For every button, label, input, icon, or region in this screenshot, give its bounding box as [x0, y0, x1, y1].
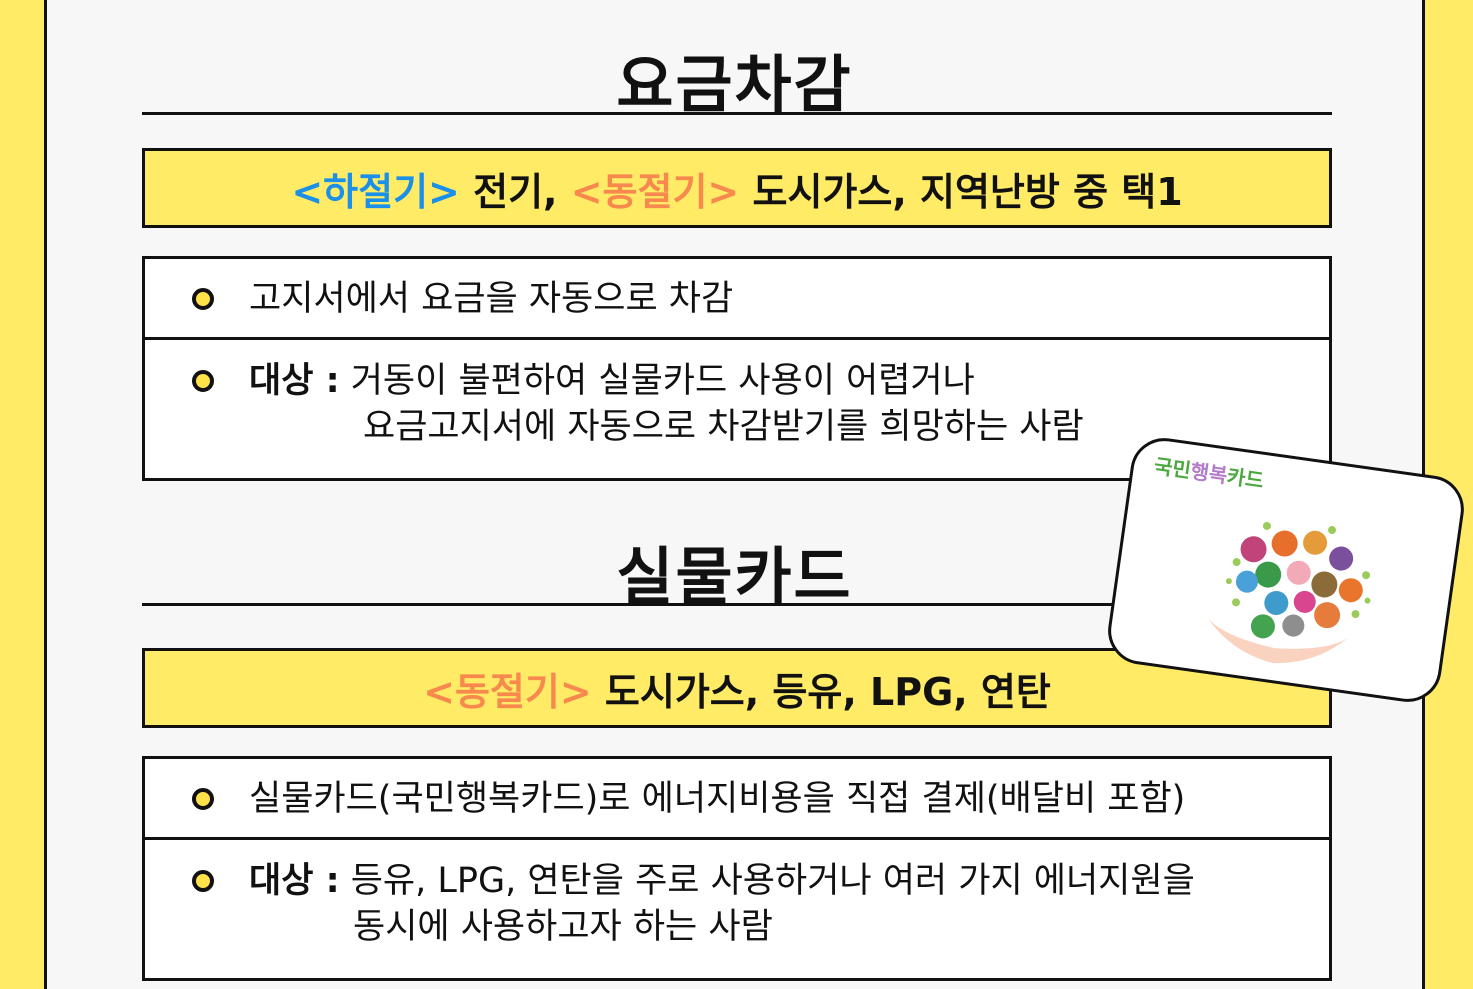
people-circles — [1235, 530, 1363, 639]
target-line-2: 요금고지서에 자동으로 차감받기를 희망하는 사람 — [363, 407, 1084, 447]
hands-shape — [1204, 613, 1353, 664]
title-divider — [142, 112, 1332, 115]
winter-label: <동절기> — [423, 669, 592, 714]
season-banner-1: <하절기> 전기, <동절기> 도시가스, 지역난방 중 택1 — [142, 148, 1332, 228]
info-row: 대상 : 거동이 불편하여 실물카드 사용이 어렵거나 요금고지서에 자동으로 … — [145, 340, 1329, 478]
section-title-fee-deduction: 요금차감 — [616, 48, 853, 121]
info-text: 고지서에서 요금을 자동으로 차감 — [249, 279, 734, 319]
info-text: 실물카드(국민행복카드)로 에너지비용을 직접 결제(배달비 포함) — [249, 779, 1186, 819]
info-box-2: 실물카드(국민행복카드)로 에너지비용을 직접 결제(배달비 포함) 대상 : … — [142, 756, 1332, 981]
banner-text: 전기, — [459, 169, 571, 214]
target-text: 대상 : 등유, LPG, 연탄을 주로 사용하거나 여러 가지 에너지원을 동… — [249, 858, 1195, 950]
target-line-1: 거동이 불편하여 실물카드 사용이 어렵거나 — [339, 361, 975, 401]
bullet-icon — [192, 788, 214, 810]
target-text: 대상 : 거동이 불편하여 실물카드 사용이 어렵거나 요금고지서에 자동으로 … — [249, 358, 1084, 450]
banner-text: 도시가스, 등유, LPG, 연탄 — [591, 669, 1051, 714]
section-title-physical-card: 실물카드 — [616, 540, 853, 613]
leaf-dots — [1225, 521, 1371, 619]
target-label: 대상 : — [249, 861, 340, 901]
bullet-icon — [192, 370, 214, 392]
info-row: 실물카드(국민행복카드)로 에너지비용을 직접 결제(배달비 포함) — [145, 759, 1329, 840]
target-line-2: 동시에 사용하고자 하는 사람 — [353, 907, 773, 947]
banner-text: 도시가스, 지역난방 중 택1 — [739, 169, 1183, 214]
bullet-icon — [192, 870, 214, 892]
title-divider — [142, 603, 1332, 606]
target-line-1: 등유, LPG, 연탄을 주로 사용하거나 여러 가지 에너지원을 — [339, 861, 1195, 901]
info-box-1: 고지서에서 요금을 자동으로 차감 대상 : 거동이 불편하여 실물카드 사용이… — [142, 256, 1332, 481]
winter-label: <동절기> — [570, 169, 740, 214]
target-label: 대상 : — [249, 361, 340, 401]
national-happiness-card-image: 국민행복카드 — [1103, 433, 1469, 707]
bullet-icon — [192, 288, 214, 310]
info-row: 대상 : 등유, LPG, 연탄을 주로 사용하거나 여러 가지 에너지원을 동… — [145, 840, 1329, 978]
info-row: 고지서에서 요금을 자동으로 차감 — [145, 259, 1329, 340]
summer-label: <하절기> — [291, 169, 460, 214]
card-illustration — [1204, 521, 1371, 664]
